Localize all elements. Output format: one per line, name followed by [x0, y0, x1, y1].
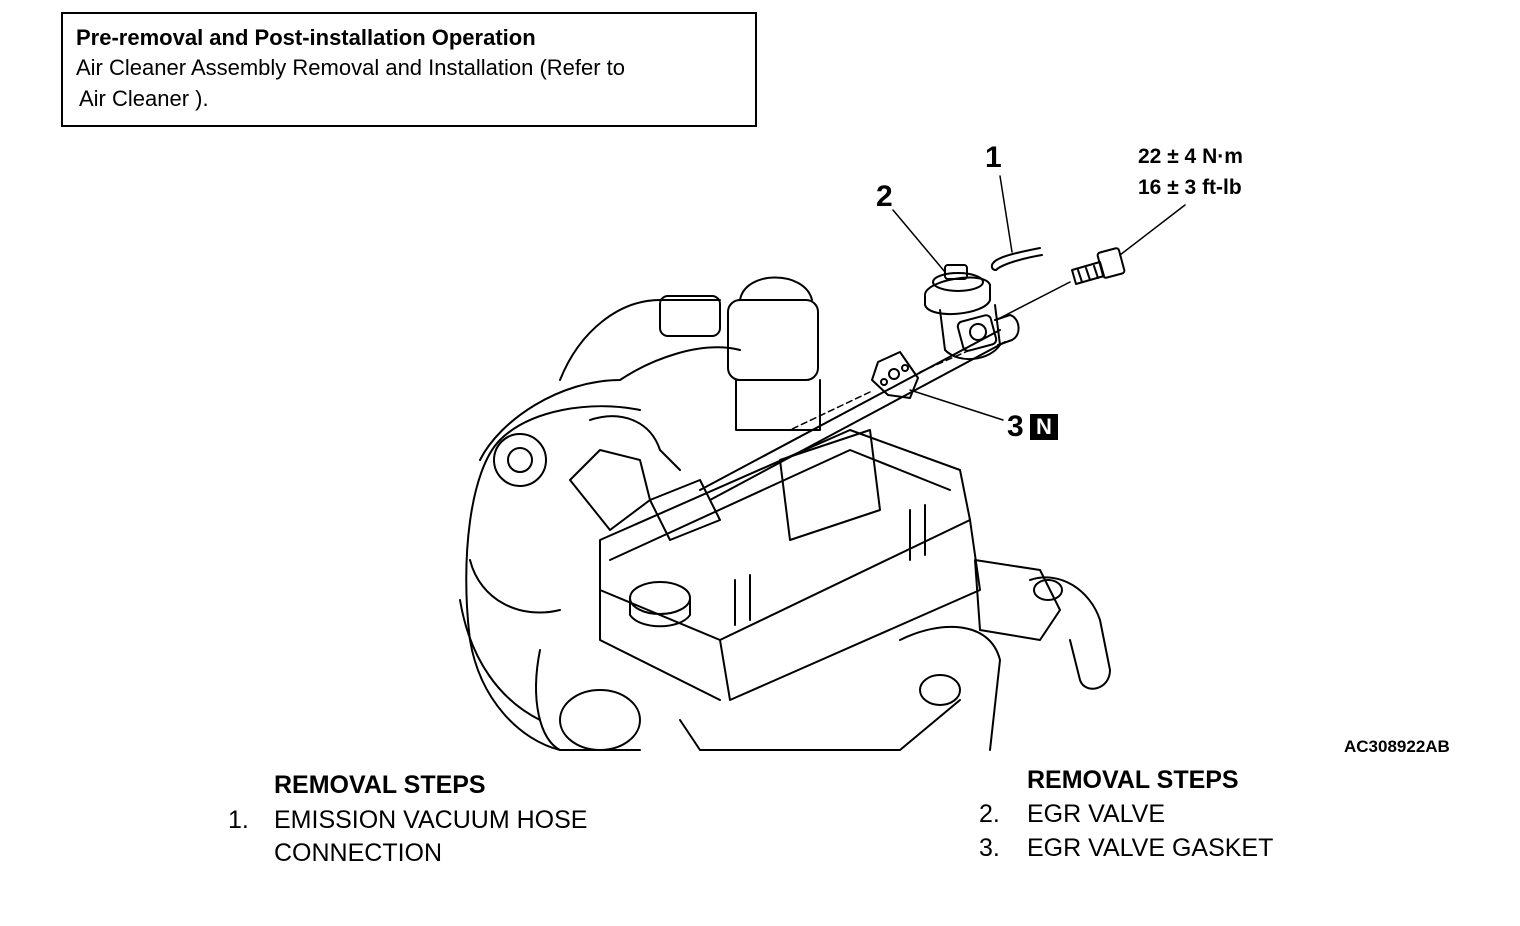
step-2-label: EGR VALVE	[1027, 800, 1166, 828]
step-1-label-line-2: CONNECTION	[274, 839, 443, 867]
right-removal-steps-header: REMOVAL STEPS	[1027, 766, 1239, 794]
leader-lines	[892, 175, 1186, 421]
note-line-2: Air Cleaner ).	[79, 86, 209, 111]
step-3-number: 3.	[979, 834, 1000, 862]
engine-block-drawing	[459, 276, 1111, 751]
egr-bolt-drawing	[1071, 247, 1126, 285]
step-3-label: EGR VALVE GASKET	[1027, 834, 1274, 862]
step-1-label-line-1: EMISSION VACUUM HOSE	[274, 806, 588, 834]
figure-code: AC308922AB	[1344, 737, 1450, 756]
callout-2: 2	[876, 180, 893, 213]
step-1-number: 1.	[228, 806, 249, 834]
note-line-1: Air Cleaner Assembly Removal and Install…	[76, 55, 626, 80]
vacuum-hose-drawing	[990, 247, 1043, 271]
new-part-badge: N	[1030, 414, 1058, 440]
egr-gasket-drawing	[871, 351, 919, 399]
pre-removal-note-box: Pre-removal and Post-installation Operat…	[61, 12, 757, 127]
torque-imperial: 16 ± 3 ft-lb	[1138, 176, 1242, 199]
callout-1: 1	[985, 141, 1002, 174]
callout-3: 3	[1007, 410, 1024, 443]
torque-metric: 22 ± 4 N·m	[1138, 145, 1243, 168]
left-removal-steps-header: REMOVAL STEPS	[274, 771, 486, 799]
step-2-number: 2.	[979, 800, 1000, 828]
note-title: Pre-removal and Post-installation Operat…	[76, 25, 536, 50]
assembly-axis-lines	[789, 281, 1071, 431]
